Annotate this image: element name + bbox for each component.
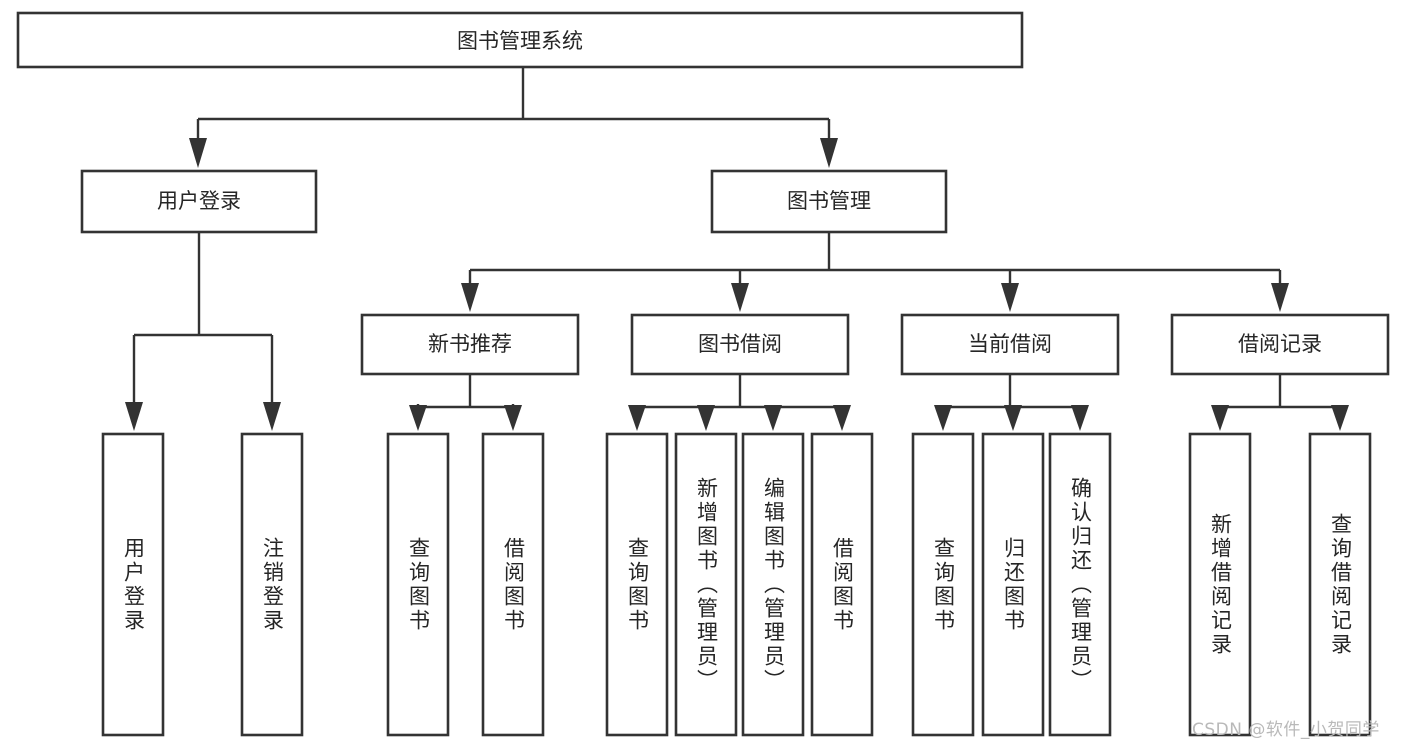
arrow-head-icon [697, 405, 715, 431]
arrow-head-icon [189, 138, 207, 168]
connector-book-borrow-to-leaves [628, 374, 851, 431]
arrow-head-icon [504, 405, 522, 431]
arrow-head-icon [1001, 283, 1019, 312]
node-user-login-box[interactable] [80, 169, 318, 234]
leaf-box-logout[interactable] [240, 432, 304, 737]
arrow-head-icon [820, 138, 838, 168]
node-borrow-record[interactable]: 借阅记录 [1170, 313, 1390, 376]
node-new-book-recommend-box[interactable] [360, 313, 580, 376]
node-current-borrow[interactable]: 当前借阅 [900, 313, 1120, 376]
node-borrow-record-box[interactable] [1170, 313, 1390, 376]
arrow-head-icon [833, 405, 851, 431]
leaf-box-query-book-borrow[interactable] [605, 432, 669, 737]
arrow-head-icon [628, 405, 646, 431]
leaf-box-return-book[interactable] [981, 432, 1045, 737]
node-user-login-label: 用户登录 [157, 189, 241, 213]
leaf-box-add-borrow-record[interactable] [1188, 432, 1252, 737]
node-root-label: 图书管理系统 [457, 29, 583, 53]
arrow-head-icon [461, 283, 479, 312]
connector-current-borrow-to-leaves [934, 374, 1089, 431]
leaf-box-add-book-admin[interactable] [674, 432, 738, 737]
arrow-head-icon [409, 405, 427, 431]
connector-root-to-level1 [189, 67, 838, 168]
arrow-head-icon [1271, 283, 1289, 312]
arrow-head-icon [1071, 405, 1089, 431]
arrow-head-icon [934, 405, 952, 431]
csdn-watermark: CSDN @软件_小贺同学 [1192, 720, 1380, 740]
leaf-box-borrow-book-new[interactable] [481, 432, 545, 737]
node-book-management-box[interactable] [710, 169, 948, 234]
leaf-box-query-borrow-record[interactable] [1308, 432, 1372, 737]
node-book-management-label: 图书管理 [787, 189, 871, 213]
leaf-box-borrow-book[interactable] [810, 432, 874, 737]
connector-book-mgmt-to-level2 [461, 232, 1289, 312]
arrow-head-icon [731, 283, 749, 312]
node-root-box[interactable] [16, 11, 1024, 69]
connector-user-login-to-leaves [125, 232, 281, 431]
node-new-book-recommend-label: 新书推荐 [428, 332, 512, 356]
arrow-head-icon [1331, 405, 1349, 431]
connector-borrow-record-to-leaves [1211, 374, 1349, 431]
arrow-head-icon [263, 402, 281, 431]
node-root[interactable]: 图书管理系统 [16, 11, 1024, 69]
node-book-borrow-box[interactable] [630, 313, 850, 376]
leaf-box-user-login[interactable] [101, 432, 165, 737]
arrow-head-icon [125, 402, 143, 431]
node-current-borrow-label: 当前借阅 [968, 332, 1052, 356]
node-borrow-record-label: 借阅记录 [1238, 332, 1322, 356]
node-user-login[interactable]: 用户登录 [80, 169, 318, 234]
node-current-borrow-box[interactable] [900, 313, 1120, 376]
leaf-box-edit-book-admin[interactable] [741, 432, 805, 737]
arrow-head-icon [764, 405, 782, 431]
node-book-borrow-label: 图书借阅 [698, 332, 782, 356]
leaf-box-query-book-current[interactable] [911, 432, 975, 737]
connector-new-book-to-leaves [409, 374, 522, 431]
node-book-management[interactable]: 图书管理 [710, 169, 948, 234]
node-book-borrow[interactable]: 图书借阅 [630, 313, 850, 376]
leaf-box-query-book-new[interactable] [386, 432, 450, 737]
leaf-box-confirm-return-admin[interactable] [1048, 432, 1112, 737]
node-new-book-recommend[interactable]: 新书推荐 [360, 313, 580, 376]
arrow-head-icon [1004, 405, 1022, 431]
arrow-head-icon [1211, 405, 1229, 431]
